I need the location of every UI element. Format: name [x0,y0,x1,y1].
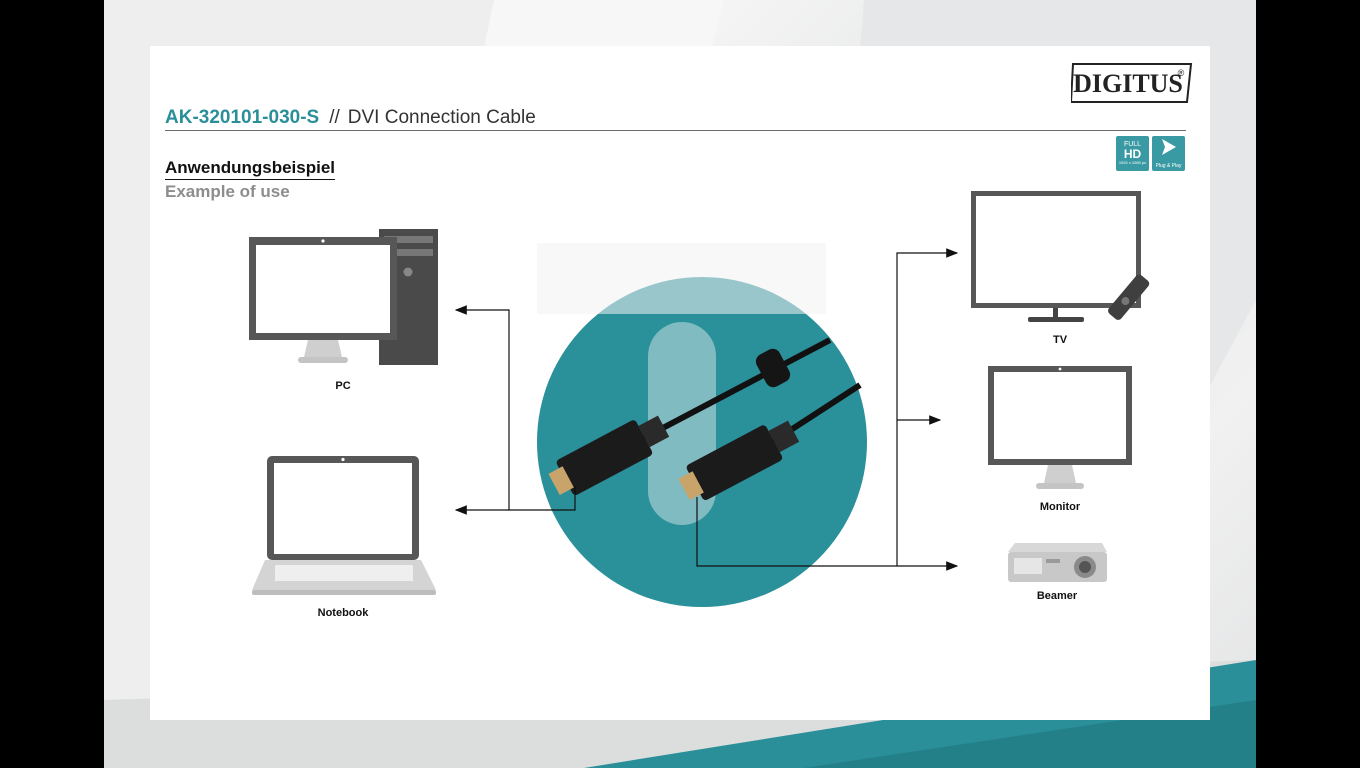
dvi-cable-illustration [537,243,867,607]
product-name: DVI Connection Cable [347,107,536,128]
section-title-german: Anwendungsbeispiel [165,158,336,180]
title-separator: // [329,107,340,128]
label-monitor: Monitor [1039,501,1081,513]
digitus-logo: DIGITUS ® [1069,62,1193,103]
page-title: AK-320101-030-S // DVI Connection Cable [165,107,536,129]
plug-and-play-badge: Plug & Play [1152,136,1185,171]
section-title-english: Example of use [165,182,290,201]
full-hd-badge: FULL HD 1920 x 1080 px [1116,136,1149,171]
product-sku: AK-320101-030-S [165,107,320,128]
pc-icon [249,229,438,365]
monitor-icon [988,366,1132,489]
plug-and-play-label: Plug & Play [1155,163,1182,169]
title-divider [165,130,1186,131]
full-hd-line2: HD [1123,147,1142,161]
brand-registered-mark: ® [1178,68,1185,78]
right-connection-lines [696,248,959,571]
brand-name: DIGITUS [1073,69,1183,98]
notebook-icon [252,456,436,595]
label-beamer: Beamer [1036,590,1078,602]
label-pc: PC [335,380,351,392]
label-tv: TV [1052,334,1068,346]
beamer-icon [1008,543,1107,582]
full-hd-line1: FULL [1123,141,1142,148]
remote-control-icon [1108,274,1150,320]
label-notebook: Notebook [317,607,369,619]
full-hd-resolution: 1920 x 1080 px [1118,160,1147,165]
left-connection-lines [454,305,576,515]
tv-icon [971,191,1150,322]
play-arrow-icon [1162,139,1176,155]
